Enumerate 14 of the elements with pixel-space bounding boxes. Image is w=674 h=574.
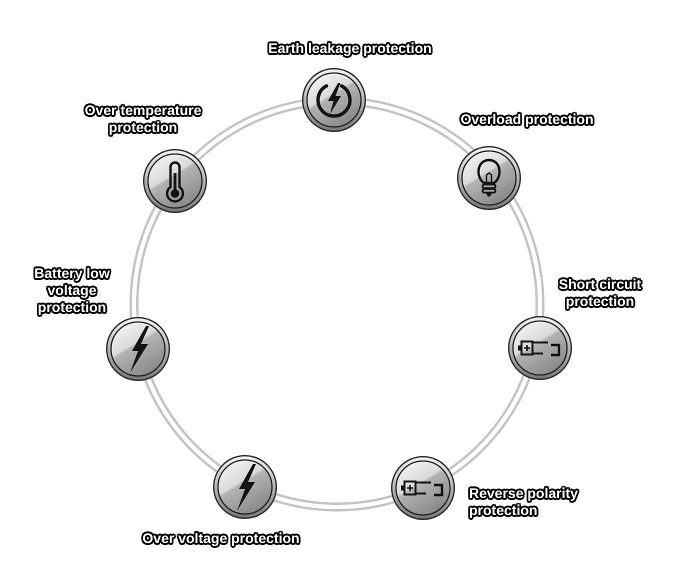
- ring-connector: [272, 492, 396, 512]
- ring-connector: [192, 99, 306, 162]
- feature-label: Overload protection: [460, 110, 594, 128]
- ring-connector: [130, 204, 164, 320]
- ring-connector: [446, 374, 532, 477]
- ring-connector: [144, 376, 223, 474]
- feature-label: Reverse polarity protection: [469, 485, 578, 519]
- ring-connector: [506, 196, 544, 318]
- feature-label: Short circuit protection: [558, 276, 642, 310]
- ring-connector: [363, 98, 476, 156]
- feature-label: Over temperature protection: [84, 102, 202, 136]
- feature-label: Over voltage protection: [142, 530, 300, 546]
- feature-label: Battery low voltage protection: [34, 264, 110, 316]
- feature-label: Earth leakage protection: [268, 40, 432, 56]
